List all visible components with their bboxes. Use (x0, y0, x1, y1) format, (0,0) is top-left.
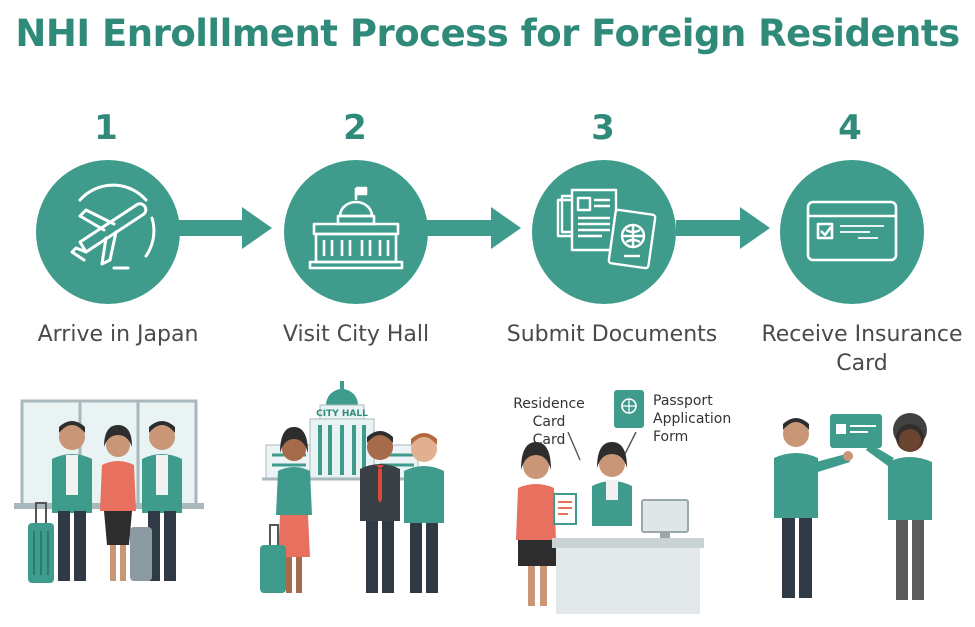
applicant-woman (516, 442, 556, 606)
step-3-label: Submit Documents (506, 322, 718, 347)
step-4-circle (780, 160, 924, 304)
step-1-label: Arrive in Japan (37, 322, 199, 347)
arrow-2-icon (427, 207, 521, 249)
airplane-icon (70, 183, 156, 270)
city-hall-icon (308, 186, 404, 270)
resident-woman (866, 413, 932, 600)
arrival-scene (14, 399, 204, 583)
woman-figure (276, 427, 312, 593)
document-in-hand-icon (553, 493, 577, 525)
passport-icon (614, 390, 644, 428)
step-1-number: 1 (94, 108, 118, 148)
official-man (774, 418, 853, 598)
city-hall-building: CITY HALL (262, 381, 422, 481)
step-3-number: 3 (591, 108, 615, 148)
step-4-label: Receive Insurance Card (761, 322, 963, 376)
clerk-woman (592, 442, 632, 526)
resident-man (404, 433, 444, 593)
documents-passport-icon (556, 188, 657, 270)
suitcase-icon (130, 527, 152, 581)
page-title: NHI Enrolllment Process for Foreign Resi… (15, 12, 960, 55)
arrow-1-icon (178, 207, 272, 249)
step-2-number: 2 (343, 108, 367, 148)
step-4-number: 4 (838, 108, 862, 148)
receive-card-scene (774, 413, 932, 600)
arrow-3-icon (676, 207, 770, 249)
submission-scene (516, 390, 704, 614)
step-2-label: Visit City Hall (282, 322, 430, 347)
city-hall-scene: CITY HALL (260, 381, 444, 593)
reception-desk (552, 538, 704, 614)
official-man (360, 431, 400, 593)
traveler-woman (100, 425, 136, 581)
step-2-circle (284, 160, 428, 304)
step-3-circle (532, 160, 676, 304)
passport-form-annotation: Passport Application Form (653, 393, 732, 445)
insurance-card-icon (830, 414, 882, 448)
suitcase-icon (28, 502, 54, 583)
suitcase-icon (260, 524, 286, 593)
computer-monitor-icon (641, 499, 689, 540)
insurance-card-icon (806, 200, 898, 262)
traveler-man-1 (52, 421, 92, 581)
city-hall-sign: CITY HALL (316, 409, 368, 419)
step-1-circle (36, 160, 180, 304)
